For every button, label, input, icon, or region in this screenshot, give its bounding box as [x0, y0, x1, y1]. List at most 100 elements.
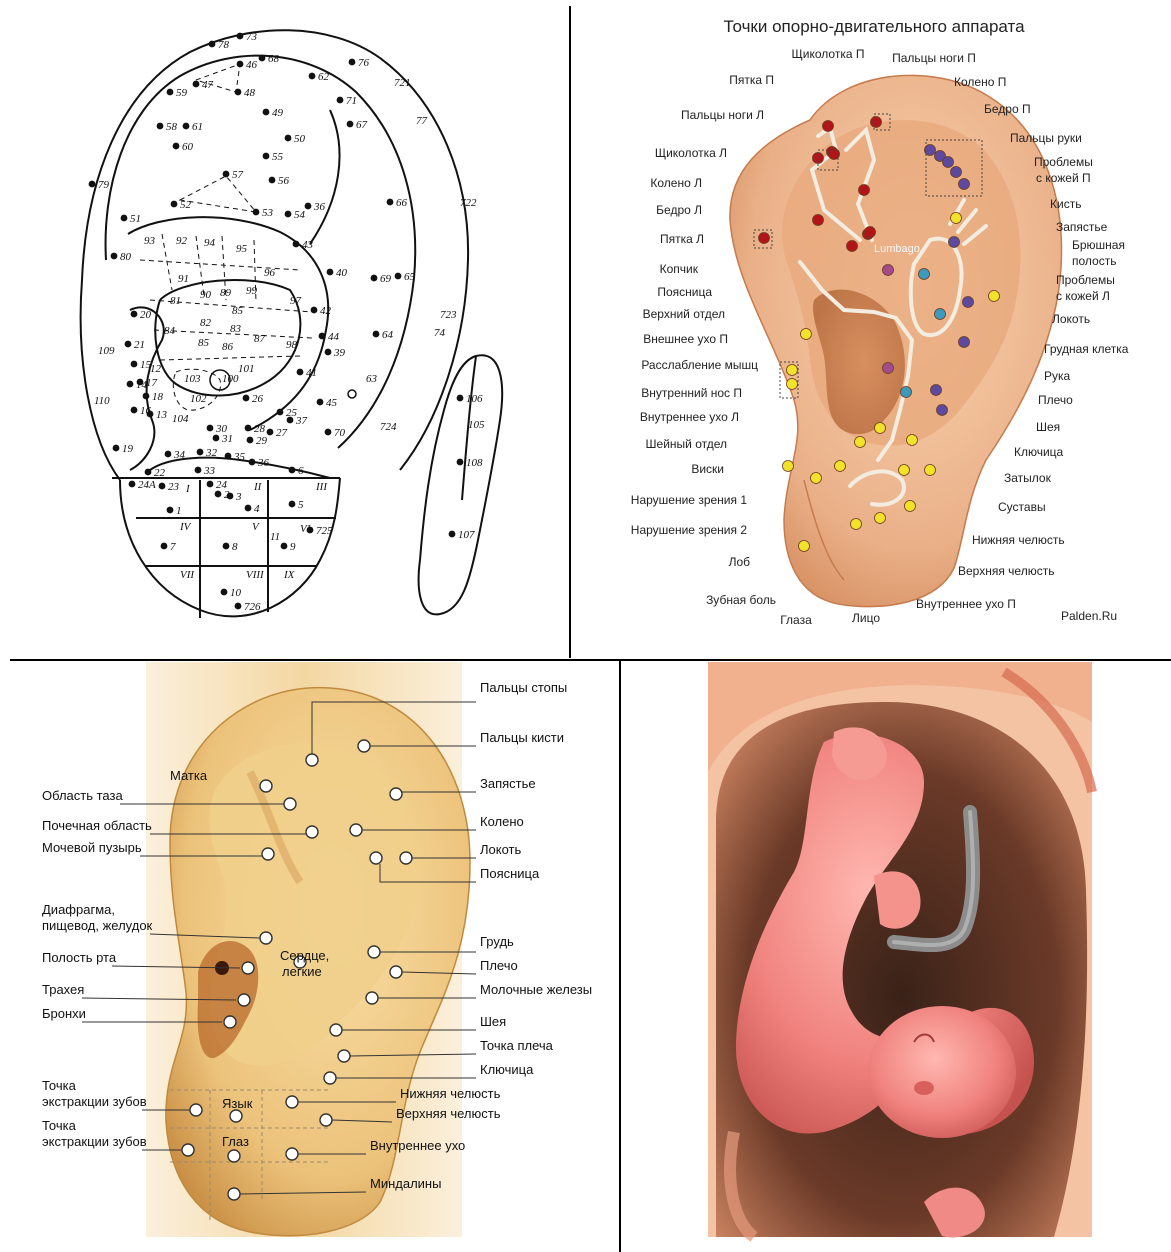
point-label: Шея [1036, 420, 1060, 434]
point-label: Бедро Л [656, 203, 702, 217]
organ-label: Молочные железы [480, 982, 592, 997]
point-dot [235, 603, 242, 610]
point-number: 57 [232, 169, 244, 181]
point-dot [125, 341, 132, 348]
point-number: 18 [152, 391, 164, 403]
fetus-in-womb-illustration [624, 662, 1171, 1252]
region-number: 104 [172, 413, 189, 425]
point-dot [253, 209, 260, 216]
acupoint-dot [931, 385, 942, 396]
region-number: 99 [246, 285, 258, 297]
organ-point [390, 966, 402, 978]
point-dot [373, 331, 380, 338]
point-dot [267, 429, 274, 436]
organ-label: Колено [480, 814, 524, 829]
point-dot [263, 153, 270, 160]
point-number: 66 [396, 197, 408, 209]
point-label: Глаза [780, 613, 812, 627]
point-dot [227, 493, 234, 500]
point-number: 20 [140, 309, 152, 321]
acupoint-dot [925, 465, 936, 476]
point-label: Нарушение зрения 1 [631, 493, 748, 507]
point-number: 76 [358, 57, 370, 69]
organ-label: Точка [42, 1118, 77, 1133]
point-dot [221, 589, 228, 596]
acupoint-dot [935, 309, 946, 320]
lumbago-label: Lumbago [874, 243, 920, 255]
acupoint-dot [951, 213, 962, 224]
point-dot [111, 253, 118, 260]
point-number: 65 [404, 271, 416, 283]
point-number: 56 [278, 175, 290, 187]
region-number: 96 [264, 267, 276, 279]
point-label: Пятка П [729, 73, 774, 87]
region-number: IV [179, 521, 192, 533]
point-dot [147, 411, 154, 418]
point-number: 40 [336, 267, 348, 279]
point-label: Щиколотка П [792, 47, 865, 61]
point-label: Копчик [660, 262, 699, 276]
point-dot [131, 361, 138, 368]
region-number: 723 [440, 309, 457, 321]
point-dot [129, 481, 136, 488]
organ-label: Внутреннее ухо [370, 1138, 465, 1153]
point-number: 31 [221, 433, 233, 445]
region-number: 97 [290, 295, 302, 307]
point-dot [161, 543, 168, 550]
point-dot [237, 33, 244, 40]
region-number: 109 [98, 345, 115, 357]
point-label: Брюшная [1072, 238, 1125, 252]
point-number: 67 [356, 119, 368, 131]
acupoint-dot [823, 121, 834, 132]
point-number: 5 [298, 499, 304, 511]
divider-vertical-bottom [619, 660, 621, 1252]
region-number: 721 [394, 77, 411, 89]
organ-label: Локоть [480, 842, 521, 857]
organ-label: пищевод, желудок [42, 918, 153, 933]
point-number: 725 [316, 525, 333, 537]
point-dot [245, 425, 252, 432]
acupoint-dot [919, 269, 930, 280]
region-number: 89 [220, 287, 232, 299]
point-dot [349, 59, 356, 66]
organ-label: Матка [170, 768, 208, 783]
point-label: Рука [1044, 369, 1071, 383]
point-dot [131, 311, 138, 318]
organ-point [358, 740, 370, 752]
organ-point [366, 992, 378, 1004]
acupoint-dot [835, 461, 846, 472]
point-number: 107 [458, 529, 475, 541]
point-number: 10 [230, 587, 242, 599]
organ-point [260, 932, 272, 944]
organ-label: Язык [222, 1096, 253, 1111]
region-number: 110 [94, 395, 110, 407]
organ-point [306, 754, 318, 766]
point-label: Внутренний нос П [641, 386, 742, 400]
point-label: Запястье [1056, 220, 1108, 234]
point-dot [325, 349, 332, 356]
point-number: 23 [168, 481, 180, 493]
region-number: 63 [366, 373, 378, 385]
region-number: VII [180, 569, 195, 581]
point-number: 36 [313, 201, 326, 213]
region-number: 98 [286, 339, 298, 351]
point-number: 79 [98, 179, 110, 191]
divider-horizontal [10, 659, 1171, 661]
point-number: 53 [262, 207, 274, 219]
region-number: 724 [380, 421, 397, 433]
ear-shape [730, 75, 1062, 606]
region-number: 105 [468, 419, 485, 431]
point-number: 26 [252, 393, 264, 405]
point-number: 68 [268, 53, 280, 65]
point-number: 36 [257, 457, 270, 469]
point-label: Пальцы ноги Л [681, 108, 764, 122]
organ-point [390, 788, 402, 800]
organ-label: Пальцы стопы [480, 680, 567, 695]
point-dot [327, 269, 334, 276]
acupoint-dot [907, 435, 918, 446]
point-label: Плечо [1038, 393, 1073, 407]
organ-point [260, 780, 272, 792]
organ-point [224, 1016, 236, 1028]
point-label: Бедро П [984, 102, 1031, 116]
acupoint-dot [859, 185, 870, 196]
